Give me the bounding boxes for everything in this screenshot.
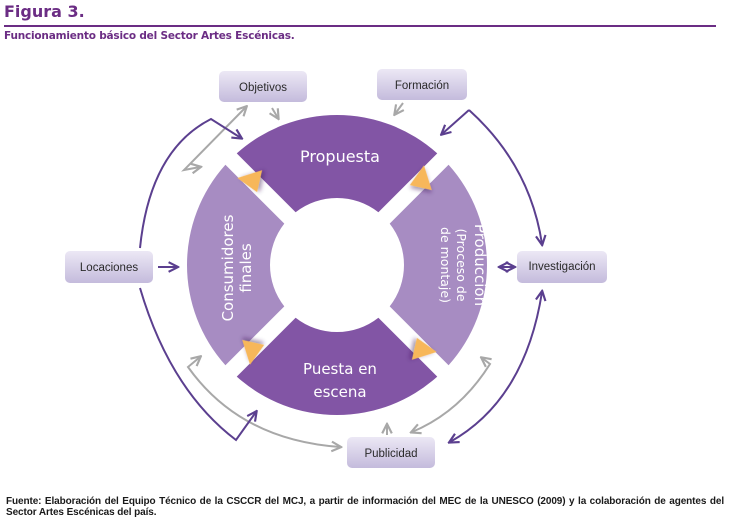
svg-text:Producción: Producción: [471, 224, 489, 306]
segment-consumidores-finales: [187, 164, 285, 366]
segment-label-produccion: Producción (Proceso de de montaje): [438, 224, 489, 306]
arrow-investigacion-publicidad: [450, 292, 542, 442]
box-objetivos: Objetivos: [219, 71, 307, 102]
flow-triangles: [237, 165, 437, 365]
segment-label-consumidores: Consumidores finales: [219, 214, 255, 321]
svg-text:de montaje): de montaje): [438, 227, 453, 303]
svg-text:(Proceso de: (Proceso de: [454, 228, 469, 301]
svg-text:Objetivos: Objetivos: [239, 82, 287, 94]
segment-propuesta: [236, 115, 438, 213]
svg-text:Formación: Formación: [395, 80, 449, 92]
svg-text:Investigación: Investigación: [528, 261, 595, 273]
arrow-formacion-to-propuesta: [395, 102, 403, 114]
arrow-locaciones-to-propuesta: [139, 117, 241, 249]
arrow-consumidores-publicidad: [186, 357, 340, 447]
box-publicidad: Publicidad: [347, 437, 435, 468]
arrow-objetivos-to-propuesta: [272, 107, 278, 118]
triangle-consumidores-to-propuesta: [237, 170, 263, 193]
box-locaciones: Locaciones: [65, 251, 153, 283]
svg-text:Puesta en: Puesta en: [303, 360, 377, 378]
triangle-produccion-to-puesta: [411, 337, 437, 360]
arrow-consumidores-objetivos: [181, 107, 246, 170]
svg-text:Consumidores: Consumidores: [219, 214, 237, 321]
svg-text:Locaciones: Locaciones: [80, 262, 138, 274]
svg-text:finales: finales: [237, 243, 255, 293]
figure-subtitle: Funcionamiento básico del Sector Artes E…: [4, 30, 295, 42]
purple-arrows: [139, 109, 542, 442]
cycle-ring: [187, 115, 488, 415]
title-divider: [4, 25, 716, 27]
figure-title: Figura 3.: [4, 2, 85, 21]
svg-text:escena: escena: [313, 383, 366, 401]
box-formacion: Formación: [377, 69, 467, 100]
box-investigacion: Investigación: [517, 251, 607, 283]
arrow-locaciones-to-puesta: [139, 287, 256, 442]
segment-label-propuesta: Propuesta: [300, 147, 380, 166]
arrow-formacion-to-investigacion: [468, 109, 542, 244]
svg-text:Publicidad: Publicidad: [364, 448, 417, 460]
figure-source-note: Fuente: Elaboración del Equipo Técnico d…: [6, 496, 724, 518]
arrow-formacion-to-propuesta-produccion: [442, 109, 470, 134]
triangle-puesta-to-consumidores: [242, 339, 265, 365]
triangle-propuesta-to-produccion: [409, 165, 432, 191]
